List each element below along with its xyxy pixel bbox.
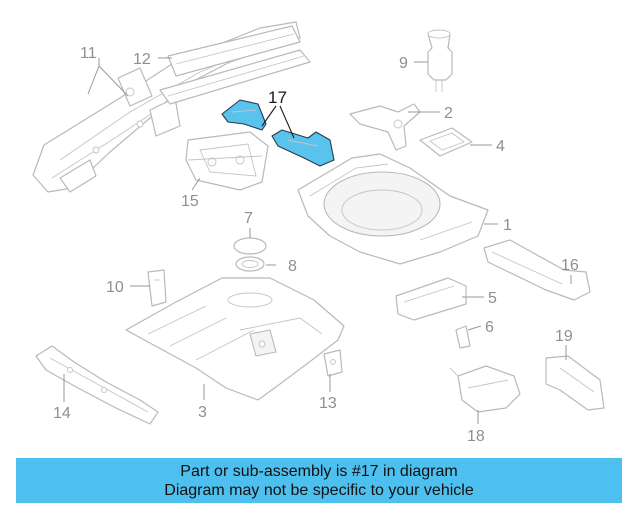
callout-9[interactable]: 9 — [399, 55, 408, 72]
callout-19[interactable]: 19 — [555, 328, 573, 345]
callout-13[interactable]: 13 — [319, 395, 337, 412]
callout-8[interactable]: 8 — [288, 258, 297, 275]
leader-lines — [63, 57, 572, 424]
part-14-sill[interactable] — [35, 345, 159, 425]
callout-labels: 11 12 9 2 4 15 1 7 8 16 10 5 6 19 3 13 1… — [53, 45, 579, 445]
part-17-right-member[interactable] — [271, 129, 335, 167]
callout-12[interactable]: 12 — [133, 51, 151, 68]
info-banner: Part or sub-assembly is #17 in diagram D… — [16, 458, 622, 503]
part-17-left-member[interactable] — [221, 99, 267, 131]
callout-15[interactable]: 15 — [181, 193, 199, 210]
part-8-seal[interactable] — [235, 256, 265, 272]
callout-14[interactable]: 14 — [53, 405, 71, 422]
callout-2[interactable]: 2 — [444, 105, 453, 122]
part-2-bracket[interactable] — [349, 103, 421, 151]
part-1-rear-floor-pan[interactable] — [297, 153, 489, 265]
leader-lines-17 — [261, 105, 295, 139]
part-7-plug[interactable] — [233, 237, 267, 255]
callout-17[interactable]: 17 — [268, 88, 287, 107]
part-4-plate[interactable] — [419, 127, 473, 157]
callout-3[interactable]: 3 — [198, 404, 207, 421]
callout-4[interactable]: 4 — [496, 138, 505, 155]
part-16-extension[interactable] — [483, 239, 591, 301]
banner-line-1: Part or sub-assembly is #17 in diagram — [180, 462, 458, 480]
part-9-jack[interactable] — [427, 29, 453, 92]
part-15-crossmember[interactable] — [185, 131, 269, 191]
callout-16[interactable]: 16 — [561, 257, 579, 274]
part-5-reinforcement[interactable] — [395, 277, 467, 321]
callout-10[interactable]: 10 — [106, 279, 124, 296]
part-17-rear-member[interactable] — [221, 99, 335, 167]
part-3-front-floor-pan[interactable] — [125, 277, 345, 401]
part-10-bracket[interactable] — [147, 269, 167, 307]
part-13-bracket[interactable] — [323, 349, 343, 377]
callout-11[interactable]: 11 — [80, 45, 97, 62]
parts-diagram: 11 12 9 2 4 15 1 7 8 16 10 5 6 19 3 13 1… — [32, 21, 605, 445]
part-19-trim[interactable] — [545, 355, 605, 411]
callout-6[interactable]: 6 — [485, 319, 494, 336]
callout-5[interactable]: 5 — [488, 290, 497, 307]
callout-7[interactable]: 7 — [244, 210, 253, 227]
part-12-frame-rail[interactable] — [159, 25, 311, 105]
part-11-front-side-member[interactable] — [32, 21, 301, 193]
part-18-shield[interactable] — [449, 365, 521, 413]
callout-18[interactable]: 18 — [467, 428, 485, 445]
part-6-clip[interactable] — [455, 325, 471, 349]
callout-1[interactable]: 1 — [503, 217, 512, 234]
banner-line-2: Diagram may not be specific to your vehi… — [164, 481, 474, 499]
